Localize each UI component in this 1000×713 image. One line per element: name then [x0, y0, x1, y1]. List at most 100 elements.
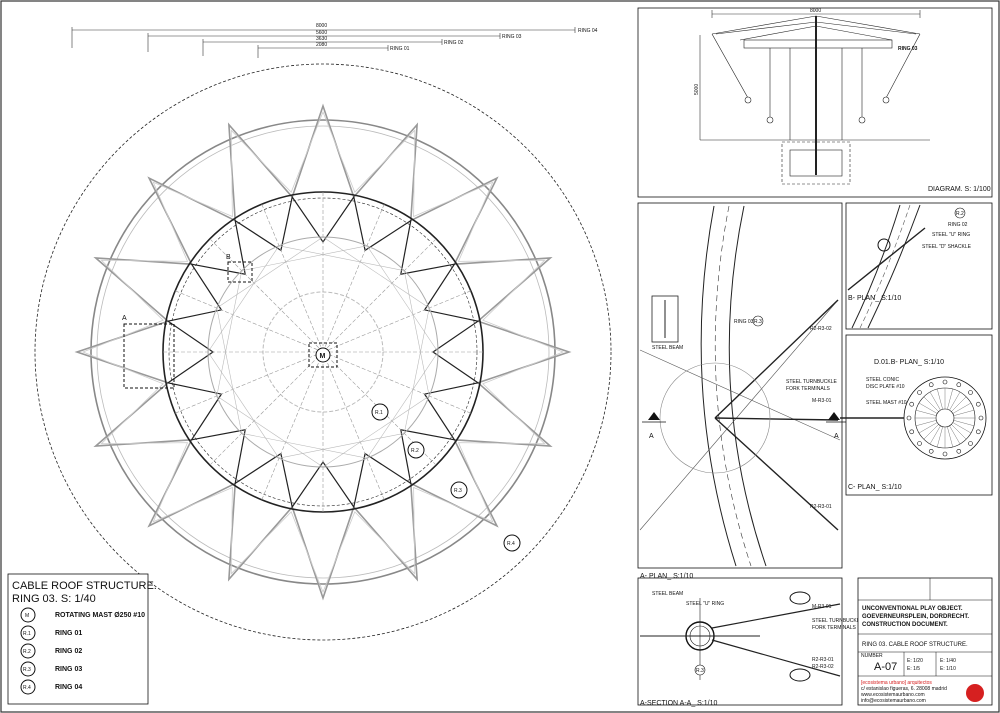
- c-plan-caption: C- PLAN_ S:1/10: [848, 484, 902, 491]
- project-line-1: UNCONVENTIONAL PLAY OBJECT.: [862, 606, 963, 612]
- firm-name: [ecosistema urbano] arquitectos: [861, 680, 932, 686]
- c-plan-plate: STEEL CONIC: [866, 377, 900, 383]
- detail-box-b: [227, 261, 253, 283]
- b-plan-shackle: STEEL "D" SHACKLE: [922, 244, 972, 250]
- title-block: UNCONVENTIONAL PLAY OBJECT. GOEVERNEURSP…: [857, 577, 993, 706]
- legend-item: R.2 RING 02: [20, 643, 82, 659]
- svg-text:ROTATING MAST Ø250 #10: ROTATING MAST Ø250 #10: [55, 612, 145, 619]
- a-section-mark: R.3: [696, 668, 704, 674]
- svg-text:RING 03: RING 03: [55, 666, 82, 673]
- scale-d: E: 1/10: [940, 666, 956, 672]
- a-section-turnbuckle: STEEL TURNBUCKLE: [812, 618, 864, 624]
- plate-ribs: [915, 388, 975, 448]
- a-section-cable-b: R2-R3-02: [812, 664, 834, 670]
- a-plan-cable-mid: M-R3-01: [812, 398, 832, 404]
- dim-tag-ring02: RING 02: [444, 40, 464, 46]
- c-plan-mast: STEEL MAST #10: [866, 400, 907, 406]
- legend-item: M ROTATING MAST Ø250 #10: [20, 607, 145, 623]
- a-section-u-ring: STEEL "U" RING: [686, 601, 724, 607]
- a-section-caption: A-SECTION A-A_ S:1/10: [640, 700, 718, 707]
- mast-marker-label: M: [320, 353, 326, 360]
- firm-mail: info@ecosistemaurbano.com: [861, 698, 926, 704]
- dim-ring03: 5600: [316, 30, 327, 36]
- a-plan-section-mark: A: [649, 433, 654, 440]
- ring-markers: R.1 R.2 R.3 R.4: [371, 403, 521, 552]
- marker-r3: R.3: [454, 488, 462, 494]
- dimension-lines: [71, 27, 576, 58]
- marker-r1: R.1: [375, 410, 383, 416]
- scale-a: E: 1/20: [907, 658, 923, 664]
- svg-text:R.3: R.3: [23, 667, 31, 673]
- canopy-weights: [744, 96, 890, 124]
- marker-r2: R.2: [411, 448, 419, 454]
- c-plan-plate-2: DISC PLATE #10: [866, 384, 905, 390]
- svg-text:RING 01: RING 01: [55, 630, 82, 637]
- bolt-circle: [906, 379, 984, 457]
- svg-text:M: M: [25, 613, 29, 619]
- a-section-cable-mid: M-R3-01: [812, 604, 832, 610]
- dim-ring04: 8000: [316, 23, 327, 29]
- main-plan: 8000 5600 3630 2080 RING 04 RING 03 RING…: [34, 23, 612, 641]
- a-plan-ring: RING 03: [734, 319, 754, 325]
- c-plan-panel: D.01.B- PLAN_ S:1/10 STEEL CONIC DISC PL…: [826, 334, 993, 496]
- project-line-2: GOEVERNEURSPLEIN, DORDRECHT.: [862, 614, 969, 620]
- detail-b-label: B: [226, 254, 231, 261]
- ring-03-outline-outer: [90, 119, 556, 585]
- scale-c: E: 1/40: [940, 658, 956, 664]
- a-section-fork: FORK TERMINALS: [812, 625, 856, 631]
- b-plan-ring: RING 02: [948, 222, 968, 228]
- project-line-3: CONSTRUCTION DOCUMENT.: [862, 622, 948, 628]
- a-plan-panel: STEEL BEAM RING 03 R.3 STEEL TURNBUCKLE …: [637, 202, 843, 580]
- svg-text:R.2: R.2: [23, 649, 31, 655]
- dim-ring02: 3630: [316, 36, 327, 42]
- mast-marker: [315, 347, 331, 363]
- legend-subtitle: RING 03. S: 1/40: [12, 593, 96, 605]
- a-section-cable-a: R2-R3-01: [812, 657, 834, 663]
- diagram-height-dim: 5000: [694, 84, 700, 95]
- legend-item: R.4 RING 04: [20, 679, 82, 695]
- dim-tag-ring03: RING 03: [502, 34, 522, 40]
- dim-tag-ring01: RING 01: [390, 46, 410, 52]
- drawing-title: RING 03. CABLE ROOF STRUCTURE.: [862, 642, 968, 648]
- b-plan-caption: B- PLAN_ S:1/10: [848, 295, 901, 302]
- cable-lines: [714, 299, 839, 531]
- diagram-width-dim: 8000: [810, 8, 821, 14]
- ring-03-outline-inner: [96, 125, 550, 579]
- a-plan-cable-top: R2-R3-02: [810, 326, 832, 332]
- c-plan-title: D.01.B- PLAN_ S:1/10: [874, 359, 944, 366]
- legend-item: R.1 RING 01: [20, 625, 82, 641]
- a-plan-beam: STEEL BEAM: [652, 345, 683, 351]
- diagram-panel: 8000 5000 RING 03 DIAGRAM. S: 1/100: [637, 7, 993, 198]
- legend-item: R.3 RING 03: [20, 661, 82, 677]
- dim-tag-ring04: RING 04: [578, 28, 598, 34]
- marker-r4: R.4: [507, 541, 515, 547]
- sheet-label: NUMBER: [861, 653, 883, 659]
- outer-star: [74, 103, 572, 601]
- a-plan-cable-bot: R2-R3-01: [810, 504, 832, 510]
- b-plan-u-ring: STEEL "U" RING: [932, 232, 970, 238]
- scale-b: E: 1/5: [907, 666, 920, 672]
- sheet-number: A-07: [874, 661, 897, 673]
- svg-text:R.4: R.4: [23, 685, 31, 691]
- canopy: [700, 15, 930, 185]
- b-plan-mark: R.2: [956, 211, 964, 217]
- firm-address: c/ estanislao figueras, 6. 28008 madrid: [861, 686, 947, 692]
- a-plan-ring-mark: R.3: [754, 319, 762, 325]
- detail-box-c: [308, 342, 338, 368]
- legend: CABLE ROOF STRUCTURE. RING 03. S: 1/40 M…: [7, 573, 157, 705]
- svg-text:RING 02: RING 02: [55, 648, 82, 655]
- detail-box-a: [123, 323, 175, 389]
- a-plan-fork: FORK TERMINALS: [786, 386, 830, 392]
- a-section-beam: STEEL BEAM: [652, 591, 683, 597]
- a-section-panel: R.3 STEEL BEAM STEEL "U" RING M-R3-01 ST…: [637, 577, 864, 707]
- diagram-caption: DIAGRAM. S: 1/100: [928, 186, 991, 193]
- detail-a-label: A: [122, 315, 127, 322]
- a-plan-caption: A- PLAN_ S:1/10: [640, 573, 693, 580]
- a-plan-turnbuckle: STEEL TURNBUCKLE: [786, 379, 838, 385]
- firm-web: www.ecosistemaurbano.com: [861, 692, 925, 698]
- b-plan-panel: R.2 RING 02 STEEL "U" RING STEEL "D" SHA…: [845, 202, 993, 330]
- firm-logo: [966, 684, 984, 702]
- inner-star: [166, 195, 480, 509]
- ring-04-outline: [34, 63, 612, 641]
